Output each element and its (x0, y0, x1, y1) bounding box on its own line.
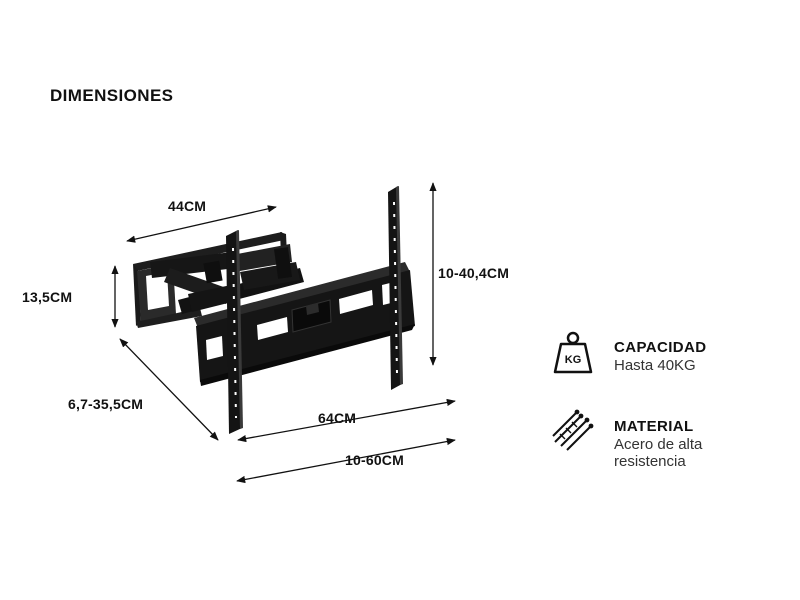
arm-length-label: 44CM (168, 198, 207, 214)
right-vertical-bracket (388, 186, 403, 390)
extension-label: 6,7-35,5CM (68, 396, 144, 412)
tv-rail (194, 262, 415, 386)
capacity-title: CAPACIDAD (614, 339, 707, 356)
material-value: Acero de alta resistencia (614, 436, 703, 470)
vesa-width-dimension-line (236, 437, 456, 484)
left-vertical-bracket (226, 230, 243, 434)
arm-height-label: 13,5CM (22, 289, 73, 305)
extension-dimension-line (119, 338, 219, 441)
vesa-height-label: 10-40,4CM (438, 265, 510, 281)
steel-bars-icon (552, 409, 594, 451)
weight-kg-icon: KG (553, 331, 593, 374)
capacity-value: Hasta 40KG (614, 357, 696, 374)
rail-width-dimension-line (237, 398, 456, 443)
material-title: MATERIAL (614, 418, 694, 435)
kg-icon-text: KG (565, 354, 582, 366)
page-title: DIMENSIONES (50, 86, 174, 105)
vesa-width-label: 10-60CM (345, 452, 404, 468)
arm-length-dimension-line (126, 205, 277, 243)
rail-width-label: 64CM (318, 410, 357, 426)
